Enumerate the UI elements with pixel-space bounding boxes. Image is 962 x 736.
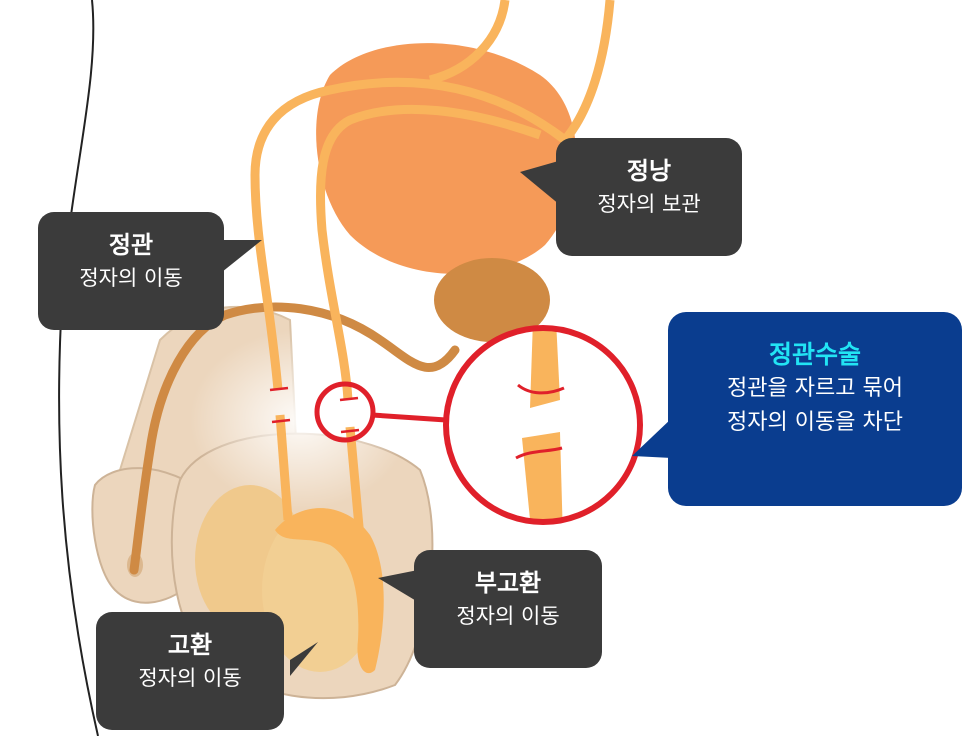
- epididymis-title: 부고환: [474, 569, 542, 597]
- callout-testis: 고환 정자의 이동: [96, 612, 284, 730]
- urethra: [129, 302, 460, 575]
- callout-vasectomy: 정관수술 정관을 자르고 묶어 정자의 이동을 차단: [668, 312, 962, 506]
- vasectomy-line2: 정자의 이동을 차단: [727, 410, 903, 435]
- epididymis-desc: 정자의 이동: [456, 604, 560, 628]
- cut-site-ring: [314, 381, 376, 443]
- vas-deferens-right: [315, 104, 542, 401]
- testis-title: 고환: [167, 631, 213, 659]
- vas-deferens-title: 정관: [108, 231, 154, 259]
- seminal-vesicle: [316, 43, 577, 274]
- body-outline: [58, 0, 99, 736]
- top-duct-left: [428, 0, 510, 85]
- testis-desc: 정자의 이동: [138, 666, 242, 690]
- callout-seminal-vesicle: 정낭 정자의 보관: [556, 138, 742, 256]
- callout-vas-deferens: 정관 정자의 이동: [38, 212, 224, 330]
- seminal-vesicle-desc: 정자의 보관: [597, 192, 701, 216]
- vas-deferens-desc: 정자의 이동: [79, 266, 183, 290]
- magnifier-connector: [371, 412, 447, 423]
- vasectomy-line1: 정관을 자르고 묶어: [727, 376, 903, 401]
- callout-pointer-vas-deferens: [222, 240, 262, 272]
- vasectomy-title: 정관수술: [768, 340, 861, 369]
- seminal-vesicle-title: 정낭: [626, 157, 672, 185]
- vas-deferens-left: [250, 77, 568, 391]
- callout-pointer-epididymis: [378, 570, 418, 602]
- cut-markers: [269, 386, 360, 434]
- magnified-cut-view: [443, 325, 643, 525]
- callout-pointer-vasectomy: [632, 418, 672, 458]
- callout-pointer-seminal-vesicle: [520, 160, 562, 205]
- top-duct-right: [561, 0, 615, 143]
- callout-pointer-testis: [290, 642, 318, 676]
- callout-epididymis: 부고환 정자의 이동: [414, 550, 602, 668]
- prostate: [434, 258, 550, 342]
